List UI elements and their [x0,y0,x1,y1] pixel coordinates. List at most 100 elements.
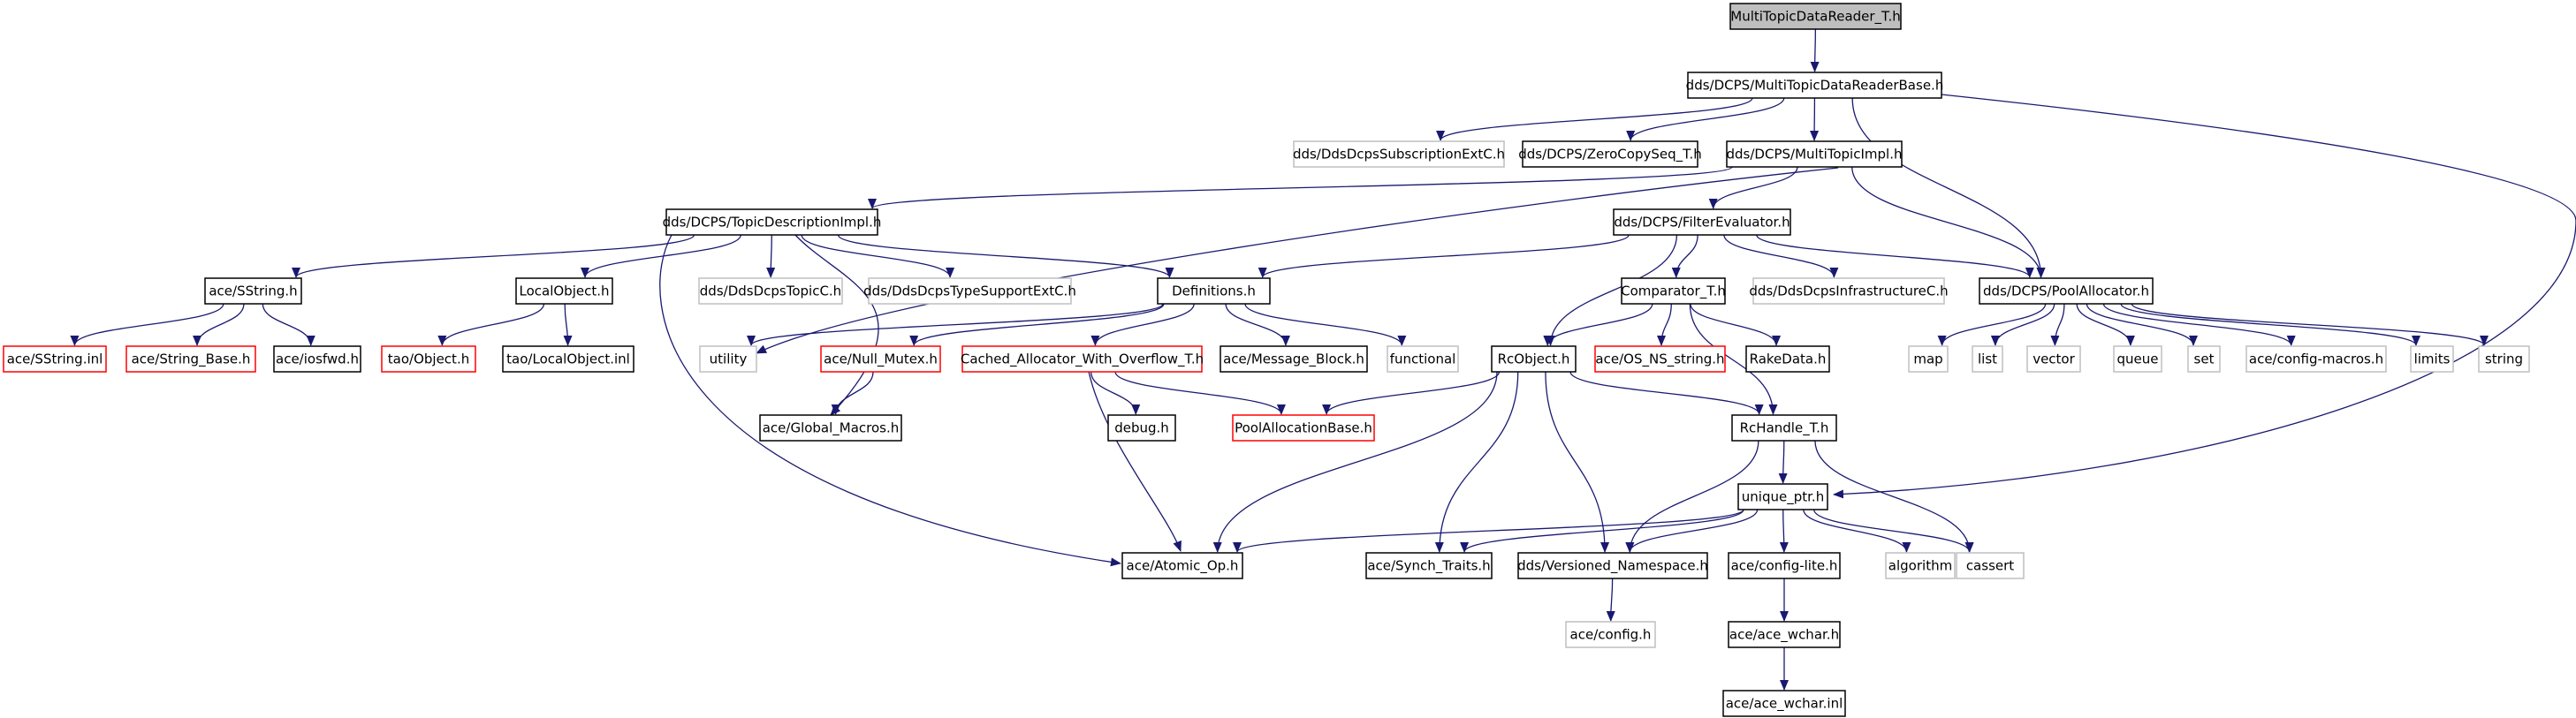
graph-node[interactable]: RakeData.h [1745,345,1830,373]
edge-fe-to-infra [1723,234,1839,278]
graph-node[interactable]: ace/Null_Mutex.h [820,345,941,373]
graph-node[interactable]: dds/DCPS/TopicDescriptionImpl.h [663,208,882,236]
edge-fe-to-rcobj [1546,234,1678,346]
edge-sstr-to-strbase [193,303,245,346]
graph-node[interactable]: map [1908,345,1949,373]
graph-node[interactable]: tao/LocalObject.inl [502,345,635,373]
nodes-layer: MultiTopicDataReader_T.h dds/DCPS/MultiTo… [3,3,2530,717]
node-box [1157,277,1271,305]
node-label: dds/DdsDcpsTypeSupportExtC.h [863,283,1076,299]
node-box [1491,345,1577,373]
node-box [2410,345,2454,373]
edge-defs-to-functional [1244,303,1407,346]
graph-node[interactable]: ace/Global_Macros.h [759,414,902,442]
graph-node[interactable]: set [2187,345,2221,373]
graph-node[interactable]: dds/DdsDcpsInfrastructureC.h [1749,277,1949,305]
node-label: dds/DdsDcpsSubscriptionExtC.h [1293,147,1505,162]
node-label: ace/Message_Block.h [1223,351,1364,368]
graph-node[interactable]: Cached_Allocator_With_Overflow_T.h [961,345,1204,373]
graph-node[interactable]: list [1972,345,2003,373]
node-label: dds/DCPS/TopicDescriptionImpl.h [663,215,882,231]
graph-node[interactable]: dds/DdsDcpsSubscriptionExtC.h [1293,140,1505,168]
graph-node[interactable]: cassert [1956,552,2025,579]
edge-uptr-to-cassert [1813,509,1974,553]
node-box [1594,345,1726,373]
edge-defs-to-cawo [1090,303,1195,346]
graph-node[interactable]: MultiTopicDataReader_T.h [1729,3,1902,30]
edge-rchandle-to-verns [1625,440,1759,553]
graph-node[interactable]: ace/SString.h [204,277,302,305]
graph-node[interactable]: ace/config-macros.h [2245,345,2387,373]
edge-tdi-to-sstr [292,234,695,278]
graph-node[interactable]: ace/Atomic_Op.h [1121,552,1243,579]
graph-node[interactable]: LocalObject.h [515,277,613,305]
graph-node[interactable]: ace/ace_wchar.h [1728,621,1841,648]
edge-defs-to-utility [747,303,1164,346]
graph-node[interactable]: ace/ace_wchar.inl [1722,690,1846,717]
node-box [1387,345,1459,373]
graph-node[interactable]: functional [1387,345,1459,373]
node-box [1220,345,1368,373]
graph-node[interactable]: dds/DdsDcpsTypeSupportExtC.h [863,277,1076,305]
graph-node[interactable]: queue [2113,345,2162,373]
graph-node[interactable]: tao/Object.h [381,345,476,373]
edge-rcobj-to-poolalloc [1322,371,1501,415]
node-label: ace/iosfwd.h [276,351,359,367]
node-label: set [2194,351,2215,367]
graph-node[interactable]: string [2478,345,2530,373]
node-label: dds/DdsDcpsTopicC.h [700,283,841,299]
graph-node[interactable]: unique_ptr.h [1737,483,1828,510]
edge-rchandle-to-uptr [1778,440,1788,484]
node-box [1728,621,1841,648]
graph-node[interactable]: ace/config-lite.h [1728,552,1841,579]
edge-uptr-to-cfglite [1779,509,1789,553]
graph-node[interactable]: RcObject.h [1491,345,1577,373]
graph-node[interactable]: ace/Synch_Traits.h [1365,552,1493,579]
graph-node[interactable]: algorithm [1885,552,1956,579]
edge-rcobj-to-atomic [1212,371,1498,553]
graph-node[interactable]: Definitions.h [1157,277,1271,305]
edge-mtdrb-to-pool [1851,97,2046,278]
node-label: RakeData.h [1750,351,1827,367]
graph-node[interactable]: vector [2026,345,2081,373]
node-label: dds/DCPS/MultiTopicDataReaderBase.h [1686,78,1944,94]
edge-comp-to-osns [1657,303,1672,346]
graph-node[interactable]: dds/DCPS/ZeroCopySeq_T.h [1518,140,1702,168]
node-label: ace/Null_Mutex.h [824,351,938,368]
graph-node[interactable]: ace/Message_Block.h [1220,345,1368,373]
edge-pool-to-queue [2076,303,2135,346]
graph-node[interactable]: PoolAllocationBase.h [1232,414,1375,442]
edge-mtdrb-to-subext [1436,97,1753,141]
graph-node[interactable]: debug.h [1107,414,1176,442]
graph-node[interactable]: ace/String_Base.h [125,345,256,373]
graph-node[interactable]: limits [2410,345,2454,373]
graph-node[interactable]: dds/DCPS/MultiTopicImpl.h [1726,140,1903,168]
node-box [1107,414,1176,442]
node-label: map [1913,351,1942,367]
graph-node[interactable]: ace/SString.inl [3,345,107,373]
graph-node[interactable]: dds/Versioned_Namespace.h [1517,552,1708,579]
graph-node[interactable]: dds/DCPS/MultiTopicDataReaderBase.h [1686,72,1944,99]
node-label: dds/DdsDcpsInfrastructureC.h [1749,283,1948,299]
graph-node[interactable]: dds/DdsDcpsTopicC.h [698,277,843,305]
graph-node[interactable]: utility [699,345,757,373]
graph-node[interactable]: ace/config.h [1565,621,1656,648]
node-label: ace/SString.h [209,283,297,299]
node-box [1728,552,1841,579]
node-box [1745,345,1830,373]
node-box [1908,345,1949,373]
graph-node[interactable]: dds/DCPS/PoolAllocator.h [1979,277,2154,305]
graph-node[interactable]: Comparator_T.h [1621,277,1726,305]
edge-mti-to-tdi [868,166,1733,209]
node-label: ace/String_Base.h [132,351,251,368]
edge-lobj-to-taoobj [437,303,545,346]
graph-node[interactable]: RcHandle_T.h [1731,414,1837,442]
edge-comp-to-rchandle [1689,303,1778,415]
edge-rcobj-to-synch [1434,371,1519,553]
edge-rchandle-to-cassert [1814,440,1974,553]
graph-node[interactable]: dds/DCPS/FilterEvaluator.h [1613,208,1791,236]
graph-node[interactable]: ace/OS_NS_string.h [1594,345,1726,373]
node-box [1731,414,1837,442]
graph-node[interactable]: ace/iosfwd.h [273,345,361,373]
